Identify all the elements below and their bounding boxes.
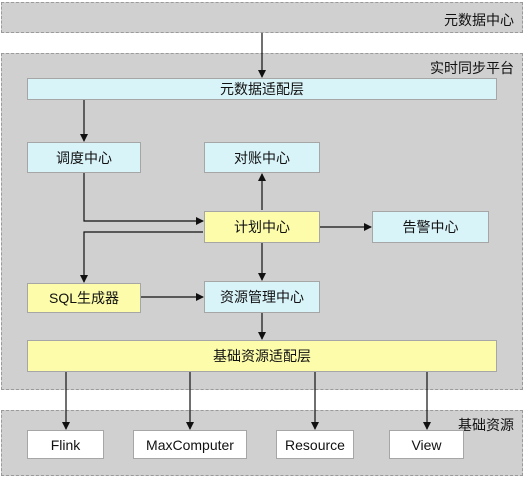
sql-generator: SQL生成器 — [27, 283, 141, 313]
resource-management-center: 资源管理中心 — [204, 281, 320, 313]
resource-node: Resource — [276, 430, 354, 459]
base-resources-title: 基础资源 — [458, 417, 514, 433]
meta-adapter-layer: 元数据适配层 — [27, 78, 497, 100]
sync-platform-title: 实时同步平台 — [430, 60, 514, 76]
alert-center: 告警中心 — [372, 211, 489, 243]
base-resource-adapter-layer: 基础资源适配层 — [27, 340, 497, 372]
view-node: View — [389, 430, 464, 459]
maxcomputer-node: MaxComputer — [133, 430, 247, 459]
meta-center-title: 元数据中心 — [444, 12, 514, 28]
scheduler-center: 调度中心 — [27, 142, 141, 173]
meta-center-panel: 元数据中心 — [1, 2, 523, 33]
plan-center: 计划中心 — [204, 211, 320, 243]
flink-node: Flink — [27, 430, 104, 459]
reconcile-center: 对账中心 — [204, 142, 320, 173]
